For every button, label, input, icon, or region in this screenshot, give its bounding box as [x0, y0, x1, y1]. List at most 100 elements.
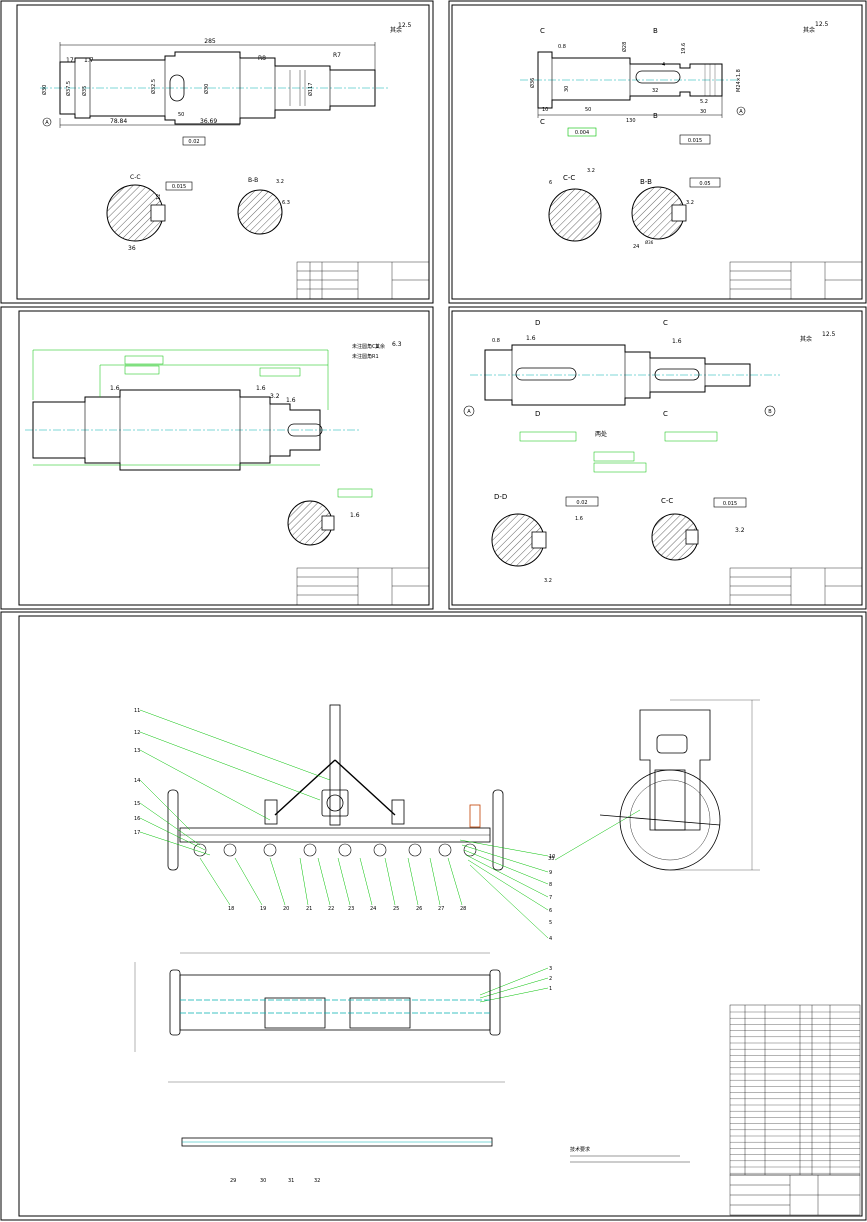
- svg-text:6.3: 6.3: [392, 341, 402, 348]
- svg-text:6.3: 6.3: [282, 200, 290, 206]
- svg-text:D-D: D-D: [494, 493, 507, 501]
- svg-text:17: 17: [66, 57, 74, 64]
- svg-text:Ø30: Ø30: [41, 85, 48, 95]
- svg-text:20: 20: [283, 906, 289, 912]
- svg-text:1.6: 1.6: [286, 397, 296, 404]
- svg-text:其余: 其余: [800, 335, 812, 343]
- title-block-1: [296, 261, 430, 300]
- svg-text:Ø36: Ø36: [529, 78, 536, 88]
- svg-text:32: 32: [652, 88, 658, 94]
- svg-text:50: 50: [585, 107, 591, 113]
- svg-text:R8: R8: [258, 55, 266, 62]
- svg-text:0.02: 0.02: [576, 500, 587, 506]
- svg-text:3.2: 3.2: [270, 393, 280, 400]
- assembly-front-view: [167, 704, 504, 871]
- svg-text:3: 3: [549, 966, 552, 972]
- svg-text:22: 22: [328, 906, 334, 912]
- svg-text:0.015: 0.015: [688, 138, 702, 144]
- section-b-b: [237, 189, 283, 235]
- sheet-2-shaft: C B C B 0.8 Ø28 Ø36 30 19.6 4 32 M24×1.8…: [520, 21, 863, 300]
- svg-text:6: 6: [549, 180, 552, 186]
- svg-text:7: 7: [549, 895, 552, 901]
- svg-text:1.6: 1.6: [575, 516, 583, 522]
- svg-text:1.6: 1.6: [350, 512, 360, 519]
- svg-text:30: 30: [700, 109, 706, 115]
- svg-text:8: 8: [549, 882, 552, 888]
- svg-text:R7: R7: [333, 52, 341, 59]
- assembly-top-view: [134, 952, 505, 1083]
- svg-text:Ø37.5: Ø37.5: [65, 81, 72, 96]
- svg-text:3.2: 3.2: [735, 527, 745, 534]
- svg-text:1: 1: [549, 986, 552, 992]
- sheet-border-3: [18, 310, 430, 606]
- sheet-3-shaft: 未注圆角C1 未注圆角R1 其余 6.3 1.6 1.6 3.2 1.6 1.6: [25, 341, 430, 606]
- svg-text:其余: 其余: [390, 26, 402, 34]
- svg-text:其余: 其余: [803, 26, 815, 34]
- svg-text:21: 21: [306, 906, 312, 912]
- svg-text:19: 19: [260, 906, 266, 912]
- svg-text:3.2: 3.2: [276, 179, 284, 185]
- svg-text:29: 29: [230, 1178, 236, 1184]
- svg-text:27: 27: [438, 906, 444, 912]
- svg-text:16: 16: [134, 816, 140, 822]
- svg-text:1.6: 1.6: [110, 385, 120, 392]
- sheet-frame-1: [0, 0, 434, 304]
- sheet-4-shaft: D C D C 0.8 1.6 1.6 1.6 3.2 3.2 A B 两处 其…: [463, 319, 863, 606]
- svg-text:Ø28: Ø28: [621, 42, 628, 52]
- svg-text:19.6: 19.6: [681, 43, 687, 54]
- svg-text:1.6: 1.6: [256, 385, 266, 392]
- svg-text:12.5: 12.5: [822, 331, 836, 338]
- svg-text:0.02: 0.02: [188, 139, 199, 145]
- svg-text:15: 15: [134, 801, 140, 807]
- svg-text:其余: 其余: [375, 343, 385, 350]
- sheet-frame-2: [448, 0, 867, 304]
- sheet-5-assembly: 11 12 13 14 15 16 17 18 19 20 21 22 23 2…: [134, 699, 861, 1216]
- svg-text:23: 23: [348, 906, 354, 912]
- svg-text:0.8: 0.8: [558, 44, 566, 50]
- svg-text:4: 4: [549, 936, 552, 942]
- svg-text:0.015: 0.015: [172, 184, 186, 190]
- svg-text:3.2: 3.2: [544, 578, 552, 584]
- svg-text:10: 10: [542, 107, 548, 113]
- title-block-3: [296, 567, 430, 606]
- sheet-frame-3: [0, 306, 434, 610]
- svg-text:0.05: 0.05: [699, 181, 710, 187]
- svg-text:25: 25: [393, 906, 399, 912]
- svg-text:24: 24: [633, 244, 639, 250]
- svg-text:14: 14: [134, 778, 140, 784]
- svg-text:78.84: 78.84: [110, 118, 127, 125]
- svg-text:36.69: 36.69: [200, 118, 217, 125]
- svg-text:18: 18: [228, 906, 234, 912]
- svg-text:C: C: [663, 319, 668, 327]
- sheet-frame-5: [0, 611, 867, 1221]
- part-number-labels: 11 12 13 14 15 16 17 18 19 20 21 22 23 2…: [134, 708, 555, 1184]
- svg-text:A: A: [739, 109, 743, 115]
- svg-text:未注圆角C1: 未注圆角C1: [352, 343, 379, 350]
- section-c-c-2: [548, 188, 602, 242]
- svg-text:31: 31: [288, 1178, 294, 1184]
- svg-text:0.8: 0.8: [492, 338, 500, 344]
- sheet-border-1: [16, 4, 430, 300]
- svg-text:0.015: 0.015: [723, 501, 737, 507]
- svg-text:B-B: B-B: [248, 177, 258, 184]
- svg-text:0.004: 0.004: [575, 130, 589, 136]
- svg-text:C: C: [540, 27, 545, 35]
- svg-text:Ø30: Ø30: [203, 84, 210, 94]
- svg-text:130: 130: [626, 118, 636, 124]
- svg-text:30: 30: [260, 1178, 266, 1184]
- svg-text:B: B: [653, 27, 658, 35]
- svg-text:A: A: [467, 409, 471, 415]
- svg-text:Ø36: Ø36: [645, 240, 654, 245]
- svg-text:9: 9: [549, 870, 552, 876]
- title-block-5: [729, 1174, 861, 1216]
- svg-text:C-C: C-C: [661, 497, 673, 505]
- svg-text:C-C: C-C: [130, 174, 141, 181]
- svg-text:12.5: 12.5: [815, 21, 829, 28]
- svg-text:两处: 两处: [595, 430, 607, 438]
- svg-text:33: 33: [548, 856, 554, 862]
- gear-row: [193, 843, 477, 857]
- svg-text:11: 11: [134, 708, 140, 714]
- tolerance-frame: [182, 136, 206, 146]
